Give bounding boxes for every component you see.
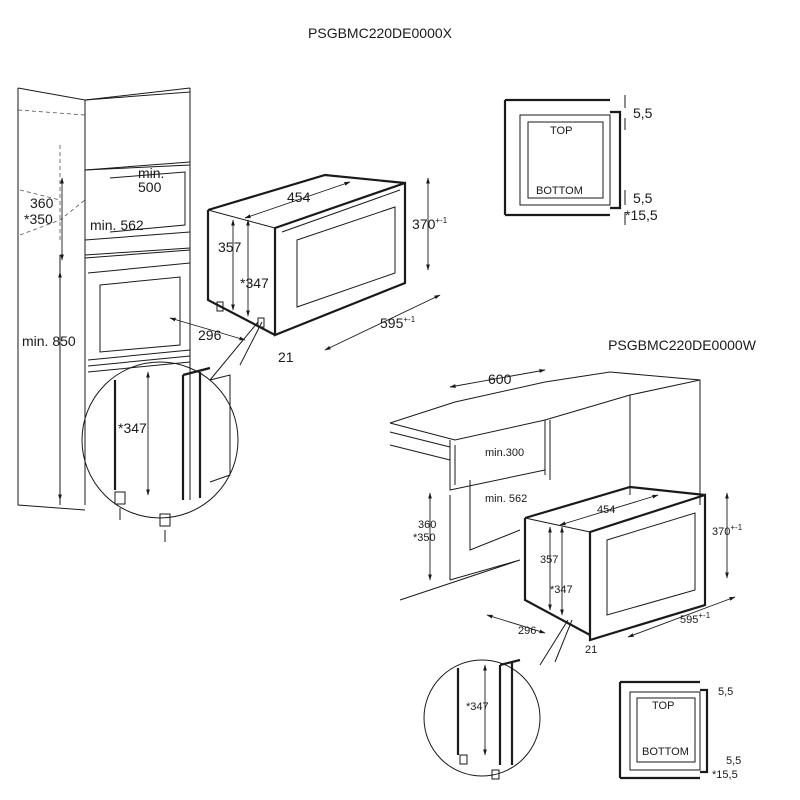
gap-frame: *15,5 bbox=[625, 207, 658, 223]
dim-min850: min. 850 bbox=[22, 333, 76, 349]
dim-600: 600 bbox=[488, 371, 512, 387]
gap-top: 5,5 bbox=[633, 105, 653, 121]
dim-min500-b: 500 bbox=[138, 179, 162, 195]
dim-296-w: 296 bbox=[518, 625, 536, 637]
dim-350-w: *350 bbox=[413, 532, 436, 544]
detail-347-w: *347 bbox=[466, 701, 489, 713]
gap-top-w: 5,5 bbox=[718, 686, 733, 698]
dim-370-w: 370+-1 bbox=[712, 523, 743, 538]
microwave-w: 454 357 *347 370+-1 595+-1 296 21 bbox=[486, 485, 743, 666]
dim-357-w: 357 bbox=[540, 554, 558, 566]
trim-bottom-w: BOTTOM bbox=[642, 746, 689, 758]
dim-357: 357 bbox=[218, 239, 242, 255]
dim-min562-w: min. 562 bbox=[485, 493, 527, 505]
detail-347: *347 bbox=[118, 420, 147, 436]
trim-top-w: TOP bbox=[652, 700, 674, 712]
model-title-w: PSGBMC220DE0000W bbox=[608, 337, 757, 353]
dim-360: 360 bbox=[30, 195, 54, 211]
top-dimensions: 360 *350 min. 500 min. 562 min. 850 bbox=[22, 165, 164, 501]
detail-circle-w: *347 bbox=[423, 658, 541, 780]
detail-circle-x: *347 bbox=[81, 361, 239, 542]
dim-350: *350 bbox=[24, 211, 53, 227]
gap-bottom: 5,5 bbox=[633, 190, 653, 206]
dim-370: 370+-1 bbox=[412, 216, 448, 232]
trim-bottom: BOTTOM bbox=[536, 185, 583, 197]
dim-595-w: 595+-1 bbox=[680, 611, 711, 626]
dim-347: *347 bbox=[240, 275, 269, 291]
dim-21: 21 bbox=[278, 349, 294, 365]
dim-454-w: 454 bbox=[597, 504, 615, 516]
dim-454: 454 bbox=[287, 189, 311, 205]
dim-21-w: 21 bbox=[585, 644, 597, 656]
gap-bottom-w: 5,5 bbox=[726, 755, 741, 767]
dim-min300: min.300 bbox=[485, 447, 524, 459]
dim-347-w: *347 bbox=[550, 584, 573, 596]
model-title-x: PSGBMC220DE0000X bbox=[308, 25, 453, 41]
dim-360-w: 360 bbox=[418, 519, 436, 531]
kitchen-cabinets: 600 min.300 min. 562 360 *350 bbox=[389, 369, 701, 601]
trim-top: TOP bbox=[550, 125, 572, 137]
trim-diagram-w: TOP BOTTOM 5,5 5,5 *15,5 bbox=[618, 680, 741, 781]
trim-diagram-x: TOP BOTTOM 5,5 5,5 *15,5 bbox=[503, 95, 658, 225]
gap-frame-w: *15,5 bbox=[712, 769, 738, 781]
tall-cabinet bbox=[17, 87, 191, 511]
dim-min562: min. 562 bbox=[90, 217, 144, 233]
dim-595: 595+-1 bbox=[380, 315, 416, 331]
dim-min500-a: min. bbox=[138, 165, 164, 181]
dim-296: 296 bbox=[198, 327, 222, 343]
microwave-x: 454 357 *347 370+-1 595+-1 296 21 bbox=[169, 173, 448, 381]
